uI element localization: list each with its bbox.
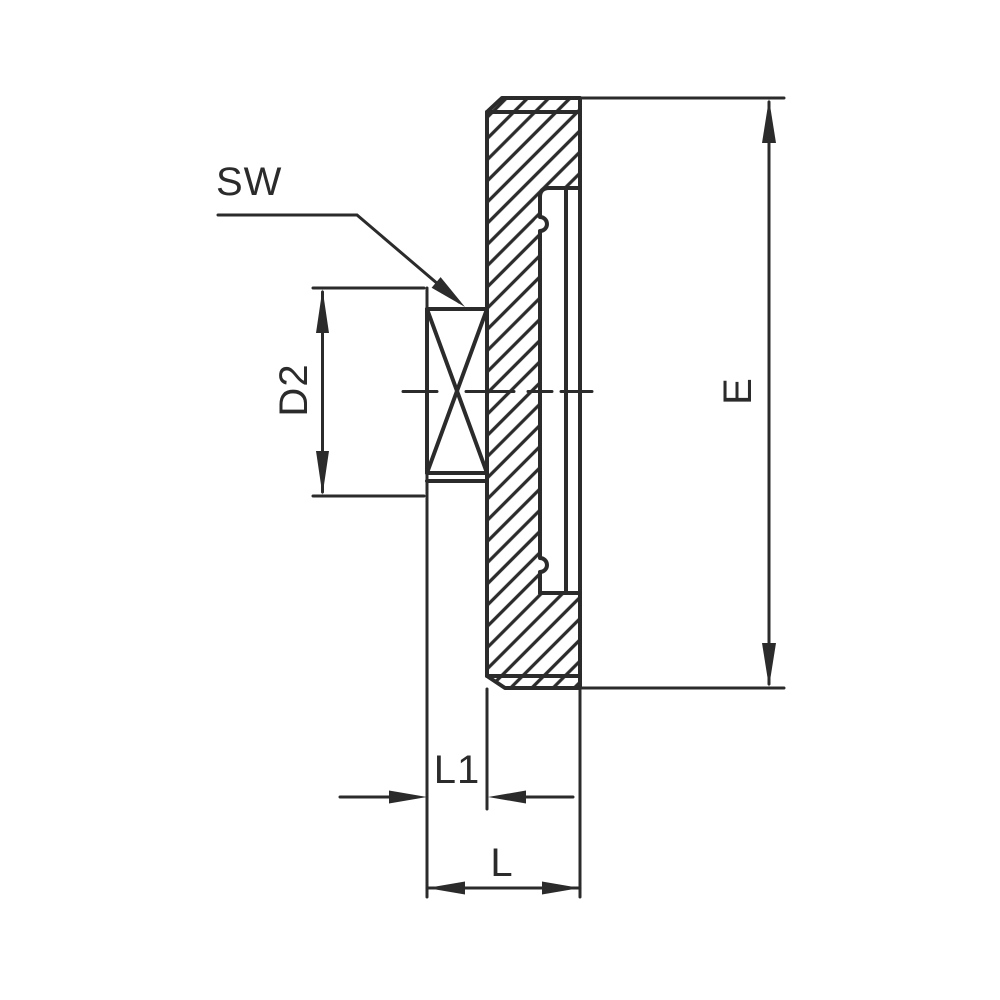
- l-arrow-left: [427, 881, 465, 895]
- thread-cross-diagonal-2: [425, 307, 489, 475]
- l1-arrow-right: [389, 790, 427, 804]
- d2-arrow-up: [316, 289, 329, 333]
- d2-arrow-down: [316, 451, 329, 495]
- label-d2: D2: [272, 363, 316, 416]
- label-l: L: [490, 841, 513, 885]
- sw-leader-arrowhead: [431, 277, 465, 307]
- e-arrow-up: [762, 99, 776, 143]
- l1-arrow-left: [488, 790, 526, 804]
- e-arrow-down: [762, 643, 776, 687]
- hex-thread-symbol: [425, 307, 489, 483]
- label-sw: SW: [216, 160, 282, 204]
- dimension-l: L: [425, 841, 582, 895]
- dimension-d2: D2: [272, 289, 329, 495]
- label-e: E: [716, 377, 760, 405]
- sw-leader: SW: [216, 160, 465, 307]
- recess-bore-wall: [538, 195, 549, 595]
- dimension-e: E: [716, 99, 776, 687]
- dimension-l1: L1: [338, 748, 575, 804]
- sw-leader-line: [216, 213, 461, 304]
- extension-lines: [311, 96, 786, 899]
- label-l1: L1: [434, 748, 481, 792]
- l-arrow-right: [542, 881, 580, 895]
